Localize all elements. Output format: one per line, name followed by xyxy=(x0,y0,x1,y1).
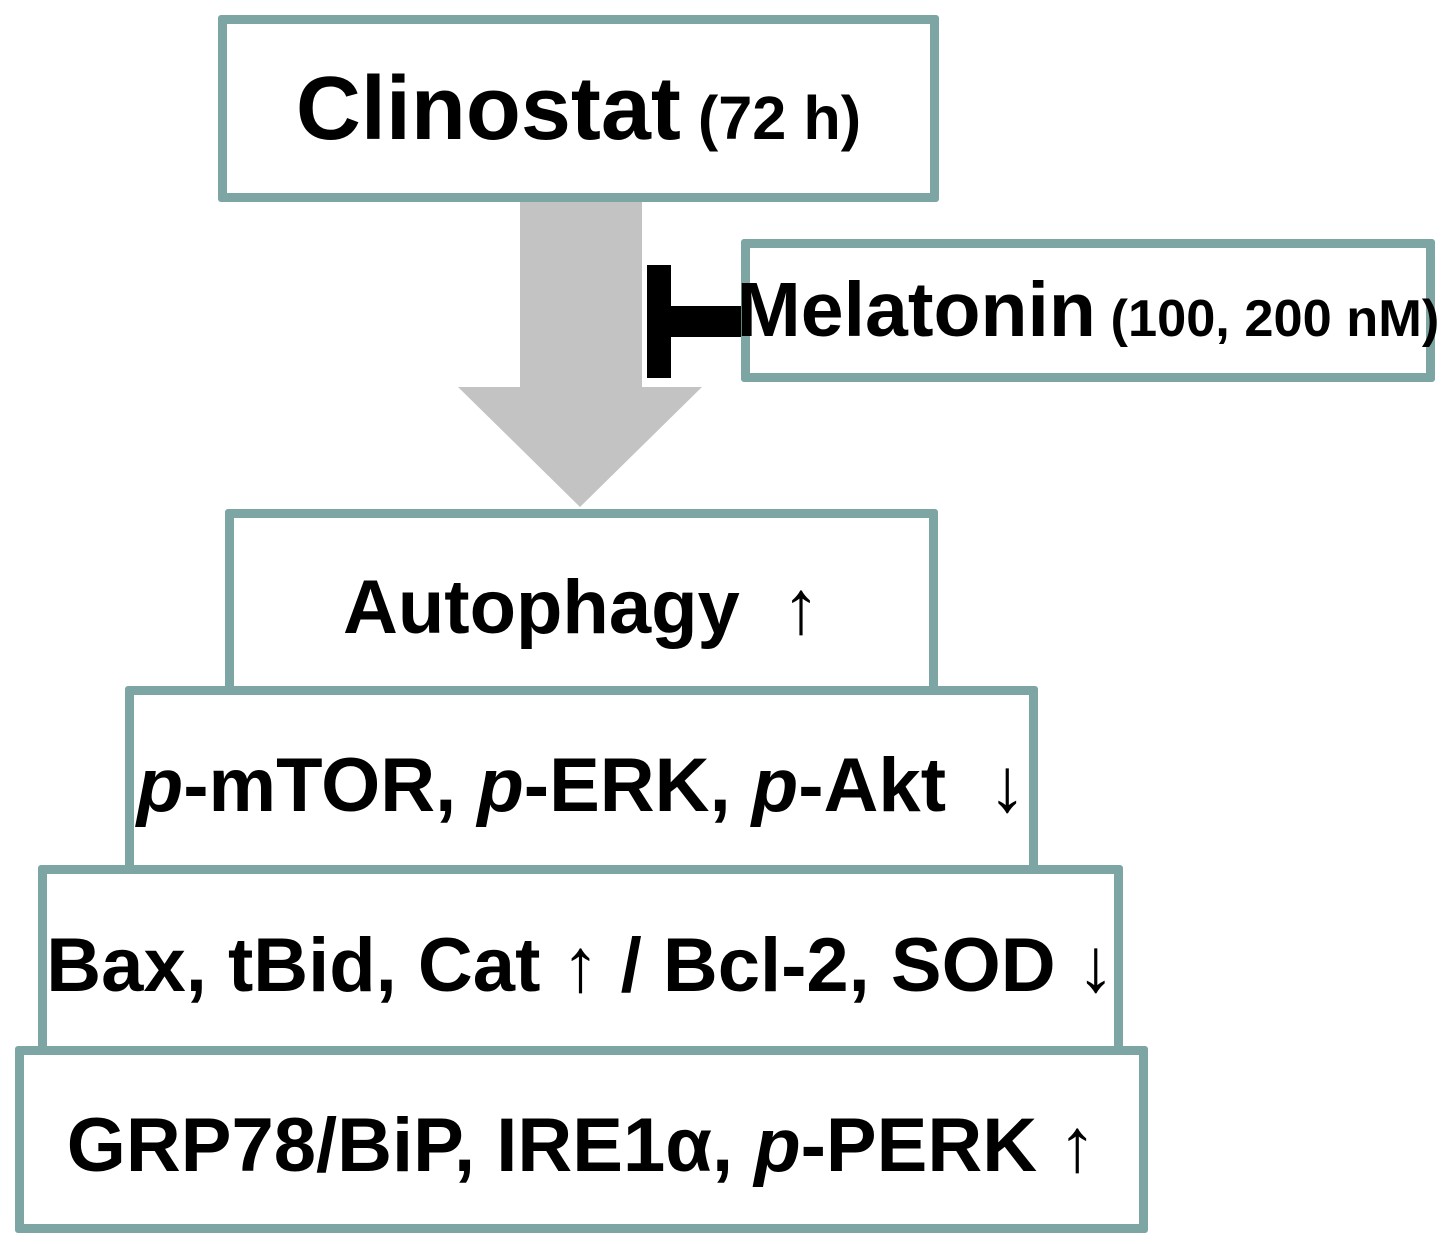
grp78-ire1a-perk-label: GRP78/BiP, IRE1α, p-PERK ↑ xyxy=(67,1107,1096,1184)
label-segment: (100, 200 nM) xyxy=(1095,290,1440,348)
grp78-ire1a-perk-box: GRP78/BiP, IRE1α, p-PERK ↑ xyxy=(15,1046,1148,1233)
down-arrow-icon xyxy=(458,200,702,507)
label-segment: p xyxy=(477,743,524,828)
p-mtor-erk-akt-label: p-mTOR, p-ERK, p-Akt ↓ xyxy=(137,748,1026,824)
t-bar-vertical xyxy=(647,265,671,378)
clinostat-box: Clinostat (72 h) xyxy=(218,15,939,202)
down-arrow-shape xyxy=(458,200,702,507)
melatonin-label: Melatonin (100, 200 nM) xyxy=(737,272,1440,349)
autophagy-label: Autophagy ↑ xyxy=(343,570,820,646)
inhibition-t-bar-icon xyxy=(647,265,746,378)
label-segment: -PERK ↑ xyxy=(800,1102,1097,1188)
label-segment: p xyxy=(136,743,184,828)
p-mtor-erk-akt-box: p-mTOR, p-ERK, p-Akt ↓ xyxy=(125,686,1038,874)
label-segment: p xyxy=(754,1102,801,1188)
label-segment: GRP78/BiP, IRE1α, xyxy=(66,1102,755,1188)
label-segment: -mTOR, xyxy=(183,743,478,828)
label-segment: Bax, tBid, Cat ↑ / Bcl-2, SOD ↓ xyxy=(46,923,1115,1008)
t-bar-horizontal xyxy=(671,306,746,337)
label-segment: Autophagy ↑ xyxy=(342,565,821,650)
label-segment: Clinostat xyxy=(295,58,681,159)
bax-tbid-cat-box: Bax, tBid, Cat ↑ / Bcl-2, SOD ↓ xyxy=(38,865,1123,1055)
melatonin-box: Melatonin (100, 200 nM) xyxy=(737,239,1439,382)
autophagy-box: Autophagy ↑ xyxy=(225,509,938,695)
label-segment: -ERK, xyxy=(523,743,752,828)
label-segment: p xyxy=(751,743,799,828)
clinostat-label: Clinostat (72 h) xyxy=(296,64,861,154)
bax-tbid-cat-label: Bax, tBid, Cat ↑ / Bcl-2, SOD ↓ xyxy=(46,928,1114,1004)
label-segment: (72 h) xyxy=(680,83,862,152)
label-segment: -Akt ↓ xyxy=(798,743,1027,828)
label-segment: Melatonin xyxy=(736,267,1096,353)
